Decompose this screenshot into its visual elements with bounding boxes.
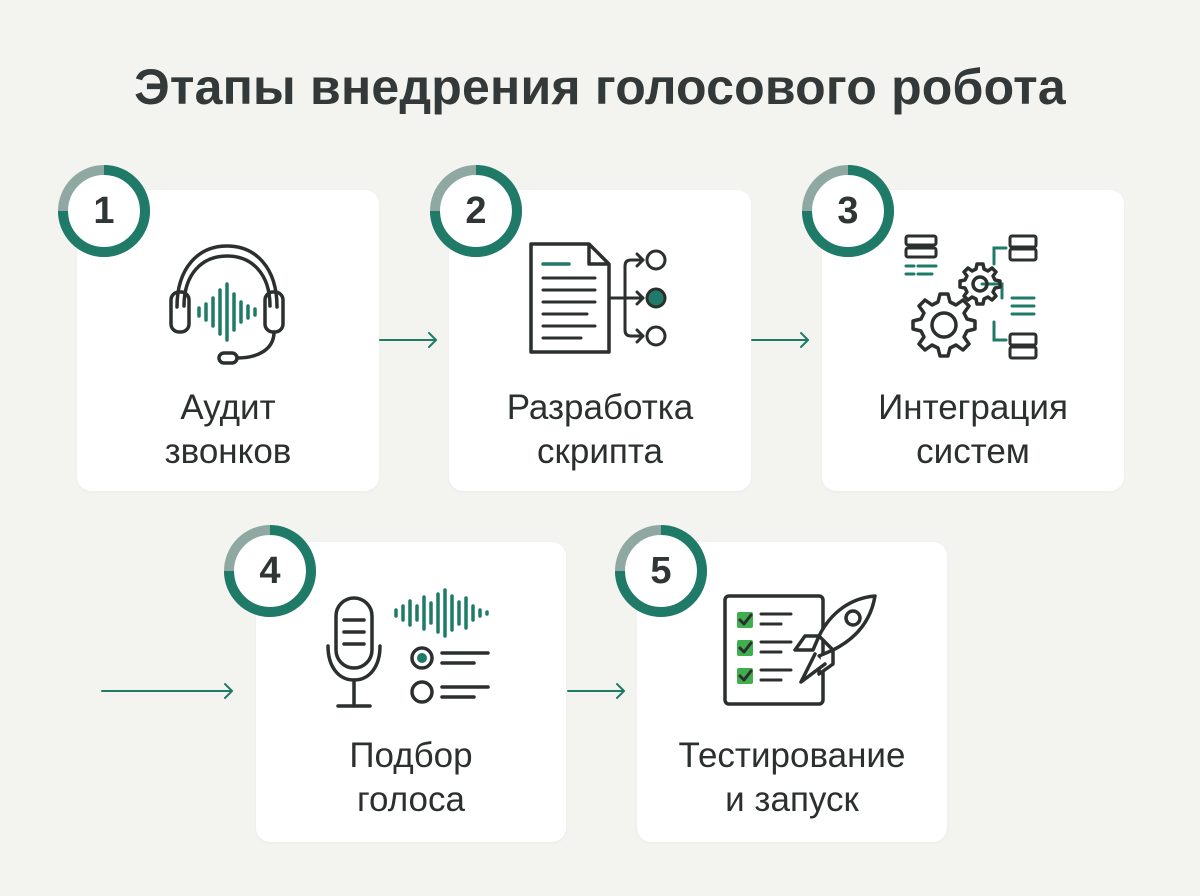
progress-ring-icon (802, 165, 894, 257)
step-card-5: Тестирование и запуск (637, 542, 947, 842)
step-number-4: 4 (259, 550, 281, 592)
step-badge-3: 3 (801, 164, 895, 258)
arrow-1-to-2 (379, 332, 437, 348)
step-badge-4: 4 (223, 524, 317, 618)
step-label-2-line1: Разработка (506, 388, 694, 427)
checklist-rocket-icon (723, 594, 877, 706)
headset-icon (169, 244, 285, 365)
step-label-5-line2: и запуск (725, 780, 859, 819)
step-label-3-line1: Интеграция (878, 388, 1068, 427)
step-label-3-line2: систем (916, 432, 1030, 471)
script-document-icon (529, 242, 667, 354)
step-number-2: 2 (465, 190, 487, 232)
arrow-3-to-4 (101, 683, 233, 699)
arrow-2-to-3 (751, 332, 809, 348)
step-number-5: 5 (650, 550, 672, 592)
progress-ring-icon (58, 165, 150, 257)
step-label-5-line1: Тестирование (678, 736, 906, 775)
progress-ring-icon (430, 165, 522, 257)
gears-integration-icon (904, 234, 1038, 360)
arrow-4-to-5 (567, 683, 625, 699)
progress-ring-icon (224, 525, 316, 617)
step-label-4-line2: голоса (357, 780, 465, 819)
step-badge-5: 5 (614, 524, 708, 618)
progress-ring-icon (615, 525, 707, 617)
step-card-1: Аудит звонков (77, 190, 379, 491)
step-label-1-line2: звонков (164, 432, 292, 471)
step-number-3: 3 (837, 190, 859, 232)
step-badge-2: 2 (429, 164, 523, 258)
page-title: Этапы внедрения голосового робота (134, 59, 1066, 115)
step-label-1-line1: Аудит (180, 388, 276, 427)
step-label-2-line2: скрипта (537, 432, 663, 471)
step-badge-1: 1 (57, 164, 151, 258)
step-number-1: 1 (93, 190, 115, 232)
microphone-voice-icon (326, 588, 490, 708)
step-label-4-line1: Подбор (349, 736, 473, 775)
